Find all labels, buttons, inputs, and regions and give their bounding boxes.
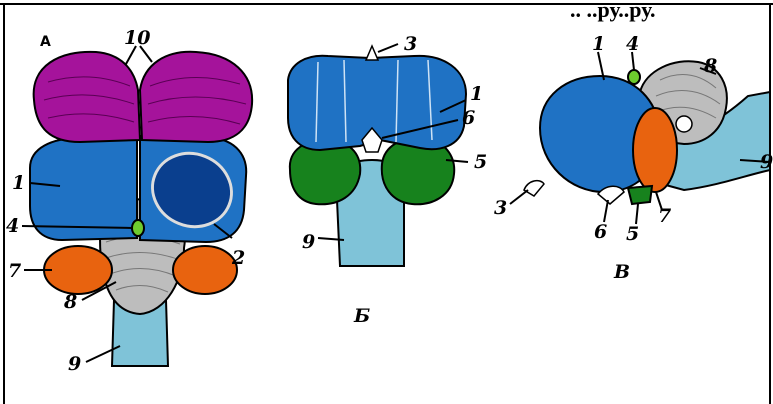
panel-a-part-4	[132, 220, 144, 236]
panel-a-label-7: 7	[8, 260, 21, 282]
panel-v-label-4: 4	[626, 33, 639, 55]
panel-v-part-5	[628, 186, 652, 204]
panel-b-letter: Б	[353, 305, 370, 327]
panel-v-label-6: 6	[594, 221, 607, 243]
panel-v-label-9: 9	[760, 151, 773, 173]
panel-a-label-1: 1	[12, 172, 25, 194]
panel-v-label-3: 3	[494, 197, 507, 219]
panel-a-label-8: 8	[63, 291, 77, 313]
header-fragment: .. ..ру..ру.	[570, 0, 656, 22]
panel-a: А	[6, 27, 252, 375]
panel-v-part-3	[524, 181, 544, 196]
panel-a-label-10: 10	[124, 27, 150, 49]
panel-v-label-7: 7	[658, 205, 671, 227]
panel-v-part-4	[628, 70, 640, 84]
panel-b-part-3	[366, 46, 378, 60]
panel-a-label-9: 9	[68, 353, 81, 375]
panel-a-part-7-left	[44, 246, 112, 294]
panel-v-part-7	[633, 108, 677, 192]
panel-b-label-3: 3	[404, 33, 417, 55]
panel-v-letter: В	[613, 261, 630, 283]
panel-b-label-9: 9	[302, 231, 315, 253]
panel-v-part-8-hole	[676, 116, 692, 132]
panel-b-label-5: 5	[474, 151, 487, 173]
panel-a-label-2: 2	[231, 247, 245, 269]
panel-v-label-8: 8	[703, 55, 717, 77]
panel-a-part-10-left	[34, 52, 140, 142]
panel-a-part-1-left	[30, 136, 137, 240]
panel-a-part-7-right	[173, 246, 237, 294]
panel-b: 3 1 6 5 9 Б	[288, 33, 487, 327]
panel-a-label-4: 4	[6, 215, 19, 237]
panel-b-label-6: 6	[462, 107, 475, 129]
panel-v-label-5: 5	[626, 223, 639, 245]
panel-a-letter: А	[40, 34, 51, 50]
panel-b-label-1: 1	[470, 83, 483, 105]
panel-v: 1 4 8 9 3 6 5 7 В	[494, 33, 773, 283]
panel-v-label-1: 1	[592, 33, 605, 55]
